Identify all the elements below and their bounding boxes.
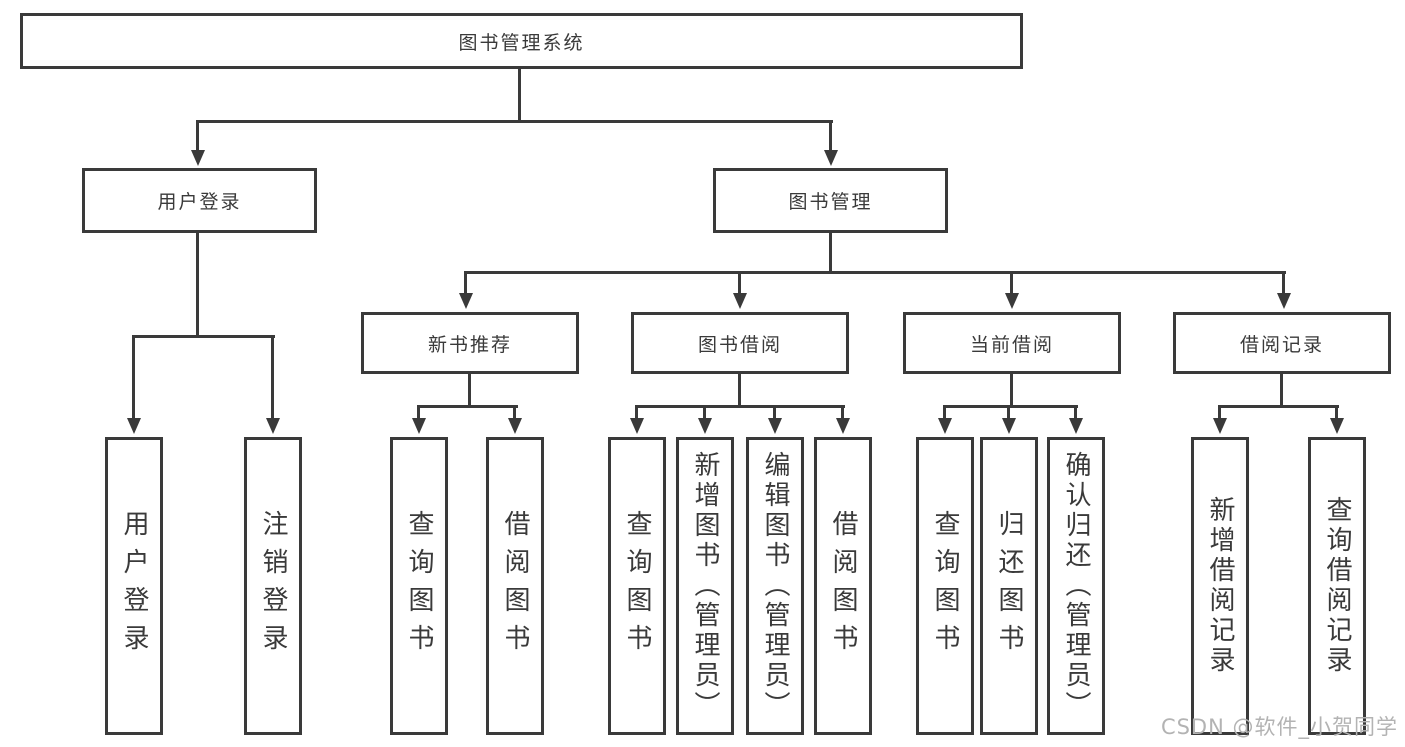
arrowhead-down-icon <box>698 418 712 434</box>
leaf-edit-book-admin-label: 编辑图书（管理员） <box>760 451 790 721</box>
connector-user-login-stem <box>196 233 199 335</box>
connector-rail <box>1218 405 1339 408</box>
leaf-add-borrow-record: 新增借阅记录 <box>1191 437 1249 735</box>
connector-arrow-line <box>1335 405 1338 419</box>
connector-root-stem <box>518 69 521 120</box>
arrowhead-down-icon <box>836 418 850 434</box>
connector-level2-rail <box>465 271 1286 274</box>
leaf-return-book-label: 归还图书 <box>994 510 1024 662</box>
connector-arrow-line <box>829 120 832 151</box>
connector-arrow-line <box>464 271 467 294</box>
arrowhead-down-icon <box>1069 418 1083 434</box>
arrowhead-down-icon <box>508 418 522 434</box>
leaf-logout: 注销登录 <box>244 437 302 735</box>
node-book-borrowing-label: 图书借阅 <box>697 333 782 356</box>
node-library-system-label: 图书管理系统 <box>458 31 585 54</box>
connector-arrow-line <box>841 405 844 419</box>
arrowhead-down-icon <box>733 293 747 309</box>
connector-rail <box>417 405 518 408</box>
connector-arrow-line <box>417 405 420 419</box>
connector-arrow-line <box>1218 405 1221 419</box>
node-book-management-label: 图书管理 <box>788 191 873 213</box>
arrowhead-down-icon <box>266 418 280 434</box>
connector-user-login-rail <box>132 335 275 338</box>
node-new-book-recommend-label: 新书推荐 <box>427 333 512 356</box>
connector-arrow-line <box>271 335 274 419</box>
node-new-book-recommend: 新书推荐 <box>361 312 579 374</box>
arrowhead-down-icon <box>191 150 205 166</box>
node-book-borrowing: 图书借阅 <box>631 312 849 374</box>
leaf-add-book-admin-label: 新增图书（管理员） <box>690 451 720 721</box>
csdn-watermark: CSDN @软件_小贺同学 <box>1160 715 1398 739</box>
leaf-user-login-label: 用户登录 <box>119 510 149 662</box>
leaf-user-login: 用户登录 <box>105 437 163 735</box>
connector-arrow-line <box>1074 405 1077 419</box>
leaf-query-books-3: 查询图书 <box>916 437 974 735</box>
node-book-management: 图书管理 <box>713 168 948 233</box>
arrowhead-down-icon <box>768 418 782 434</box>
leaf-add-book-admin: 新增图书（管理员） <box>676 437 734 735</box>
leaf-logout-label: 注销登录 <box>258 510 288 662</box>
leaf-edit-book-admin: 编辑图书（管理员） <box>746 437 804 735</box>
arrowhead-down-icon <box>412 418 426 434</box>
leaf-query-books-3-label: 查询图书 <box>930 510 960 662</box>
node-borrowing-records-label: 借阅记录 <box>1239 333 1324 356</box>
leaf-add-borrow-record-label: 新增借阅记录 <box>1205 496 1235 676</box>
leaf-query-books-2-label: 查询图书 <box>622 510 652 662</box>
connector-arrow-line <box>1007 405 1010 419</box>
leaf-borrow-books-1: 借阅图书 <box>486 437 544 735</box>
arrowhead-down-icon <box>1330 418 1344 434</box>
arrowhead-down-icon <box>824 150 838 166</box>
node-borrowing-records: 借阅记录 <box>1173 312 1391 374</box>
node-user-login: 用户登录 <box>82 168 317 233</box>
arrowhead-down-icon <box>1005 293 1019 309</box>
connector-arrow-line <box>196 120 199 151</box>
arrowhead-down-icon <box>127 418 141 434</box>
connector-arrow-line <box>1282 271 1285 294</box>
connector-stem <box>1010 374 1013 405</box>
arrowhead-down-icon <box>938 418 952 434</box>
connector-stem <box>1280 374 1283 405</box>
leaf-return-book: 归还图书 <box>980 437 1038 735</box>
leaf-query-borrow-record: 查询借阅记录 <box>1308 437 1366 735</box>
node-user-login-label: 用户登录 <box>157 191 242 213</box>
arrowhead-down-icon <box>459 293 473 309</box>
connector-arrow-line <box>943 405 946 419</box>
leaf-query-books-1: 查询图书 <box>390 437 448 735</box>
connector-level1-rail <box>197 120 833 123</box>
arrowhead-down-icon <box>1213 418 1227 434</box>
arrowhead-down-icon <box>1277 293 1291 309</box>
connector-arrow-line <box>738 271 741 294</box>
connector-stem <box>738 374 741 405</box>
connector-arrow-line <box>773 405 776 419</box>
node-library-system: 图书管理系统 <box>20 13 1023 69</box>
leaf-query-books-2: 查询图书 <box>608 437 666 735</box>
arrowhead-down-icon <box>1002 418 1016 434</box>
connector-stem <box>468 374 471 405</box>
leaf-query-books-1-label: 查询图书 <box>404 510 434 662</box>
arrowhead-down-icon <box>630 418 644 434</box>
connector-rail <box>943 405 1078 408</box>
connector-arrow-line <box>1010 271 1013 294</box>
connector-arrow-line <box>513 405 516 419</box>
leaf-borrow-books-1-label: 借阅图书 <box>500 510 530 662</box>
connector-arrow-line <box>132 335 135 419</box>
node-current-borrowing-label: 当前借阅 <box>969 333 1054 356</box>
connector-arrow-line <box>703 405 706 419</box>
connector-arrow-line <box>635 405 638 419</box>
node-current-borrowing: 当前借阅 <box>903 312 1121 374</box>
connector-book-mgmt-stem <box>829 233 832 271</box>
leaf-borrow-books-2-label: 借阅图书 <box>828 510 858 662</box>
connector-rail <box>635 405 845 408</box>
leaf-confirm-return-admin-label: 确认归还（管理员） <box>1061 451 1091 721</box>
leaf-query-borrow-record-label: 查询借阅记录 <box>1322 496 1352 676</box>
leaf-borrow-books-2: 借阅图书 <box>814 437 872 735</box>
leaf-confirm-return-admin: 确认归还（管理员） <box>1047 437 1105 735</box>
